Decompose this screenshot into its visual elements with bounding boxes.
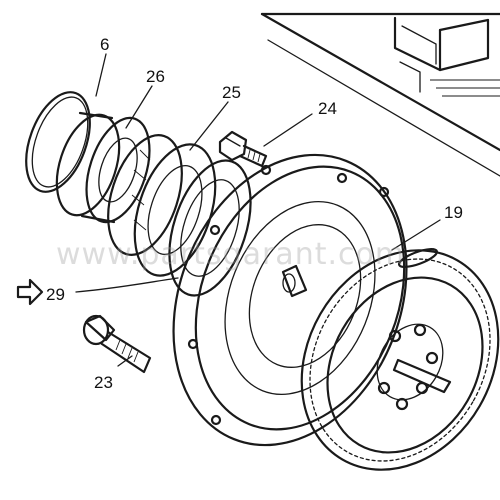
- callout-26: 26: [146, 67, 165, 86]
- bolt-part-24: [218, 130, 268, 168]
- arrow-right-outline-icon: [16, 278, 44, 306]
- callout-24: 24: [318, 99, 337, 118]
- ring-gear-part-19: [300, 248, 500, 471]
- watermark: www.partsgarant.com: [56, 237, 405, 272]
- engine-housing: [260, 12, 500, 177]
- callout-25: 25: [222, 83, 241, 102]
- callout-29: 29: [46, 285, 65, 304]
- callout-6: 6: [100, 35, 109, 54]
- bearing-part-25: [107, 134, 252, 297]
- leader-lines: [75, 53, 441, 367]
- o-ring-part-6: [25, 91, 91, 193]
- flywheel-flange-part-29: [172, 153, 408, 447]
- callout-19: 19: [444, 203, 463, 222]
- seal-part-26: [55, 111, 151, 224]
- bolt-part-23: [82, 314, 152, 374]
- callout-23: 23: [94, 373, 113, 392]
